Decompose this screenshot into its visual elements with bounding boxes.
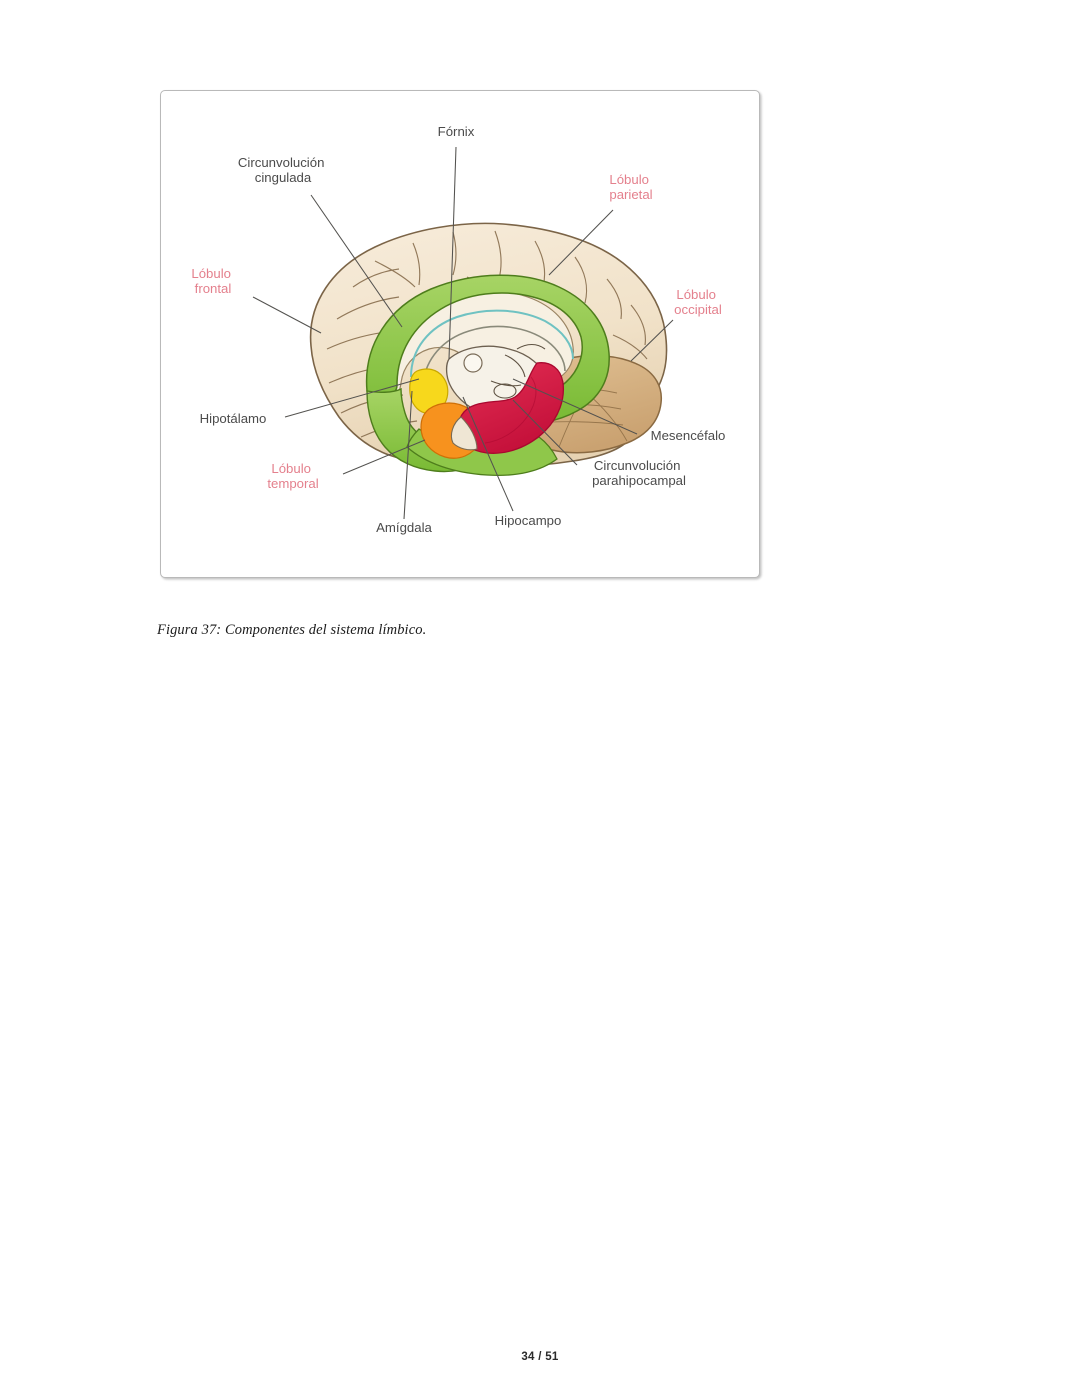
label-lobulo-temporal: Lóbulo temporal [267, 461, 318, 491]
leader-line-lobulo-parietal [548, 209, 614, 276]
figure-container: Fórnix Circunvolución cingulada Lóbulo p… [160, 90, 760, 578]
leader-line-lobulo-temporal [342, 439, 426, 475]
label-lobulo-occipital: Lóbulo occipital [674, 287, 722, 317]
label-fornix: Fórnix [438, 124, 475, 139]
label-lobulo-parietal: Lóbulo parietal [609, 172, 652, 202]
leader-line-mesencefalo [512, 378, 638, 435]
label-circunvolucion-parahipocampal: Circunvolución parahipocampal [592, 458, 686, 488]
label-mesencefalo: Mesencéfalo [651, 428, 726, 443]
leader-line-amigdala [403, 390, 413, 520]
leader-line-circunvolucion-cingulada [310, 194, 403, 328]
label-hipotalamo: Hipotálamo [200, 411, 267, 426]
figure-caption: Figura 37: Componentes del sistema límbi… [157, 622, 427, 638]
brain-illustration [309, 222, 668, 477]
page-number-footer: 34 / 51 [521, 1351, 559, 1363]
midbrain-stub [450, 416, 478, 451]
anatomical-labels: Fórnix Circunvolución cingulada Lóbulo p… [191, 124, 725, 535]
hippocampus-shading [484, 376, 537, 444]
leader-line-lobulo-frontal [252, 296, 322, 334]
label-hipocampo: Hipocampo [495, 513, 562, 528]
lateral-ventricle-outline [410, 309, 574, 378]
leader-line-fornix [448, 146, 457, 360]
leader-line-circunvolucion-parahipocampal [512, 399, 578, 466]
fornix [422, 325, 566, 386]
leader-line-lobulo-occipital [630, 319, 674, 362]
leader-line-hipotalamo [284, 378, 420, 418]
leader-line-hipocampo [462, 396, 514, 512]
leader-lines [252, 146, 674, 520]
label-circunvolucion-cingulada: Circunvolución cingulada [238, 155, 328, 185]
midbrain-detail [490, 343, 546, 399]
interthalamic-adhesion [463, 353, 483, 373]
label-amigdala: Amígdala [376, 520, 432, 535]
label-lobulo-frontal: Lóbulo frontal [191, 266, 234, 296]
brain-limbic-diagram: Fórnix Circunvolución cingulada Lóbulo p… [191, 124, 725, 535]
